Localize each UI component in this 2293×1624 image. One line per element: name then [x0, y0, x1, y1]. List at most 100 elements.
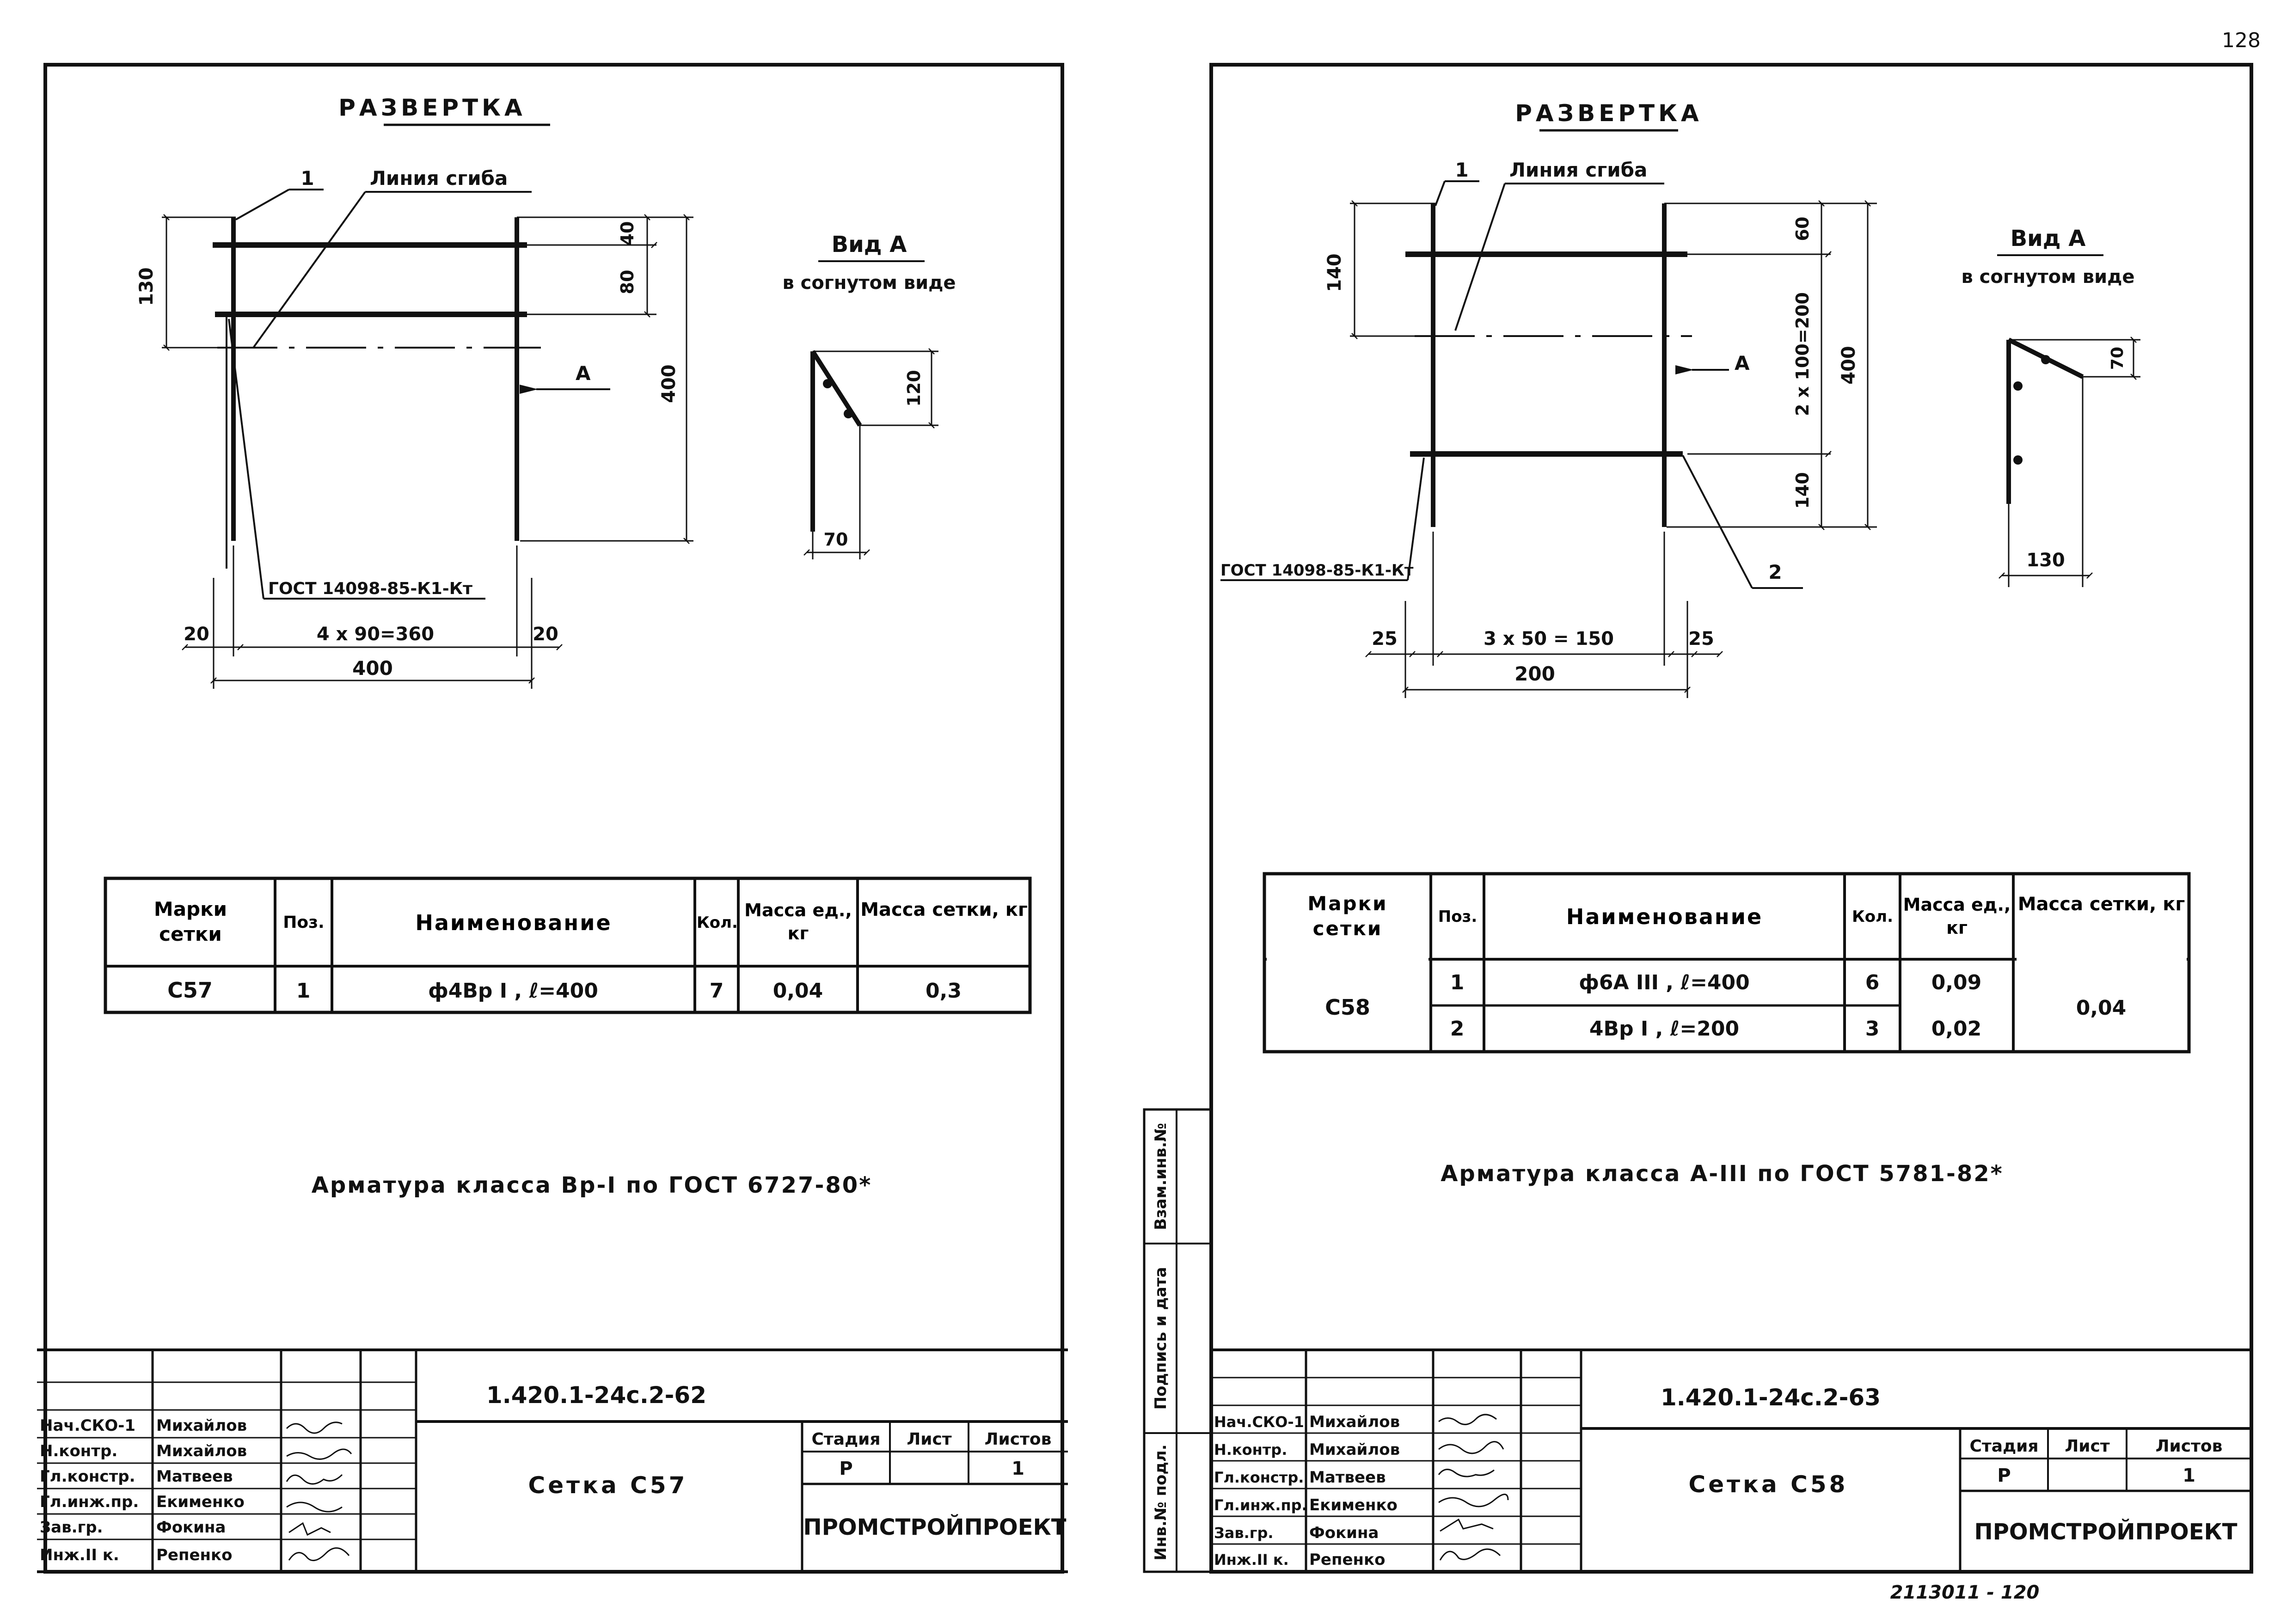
- right-tb-code: 1.420.1-24с.2-63: [1661, 1384, 1881, 1411]
- right-stamp-inv: Инв.№ подл.: [1152, 1444, 1170, 1560]
- right-dim-25-left: 25: [1372, 628, 1398, 650]
- left-razvertka-title: РАЗВЕРТКА: [338, 94, 526, 121]
- right-tb-sheet-header: Лист: [2065, 1437, 2109, 1456]
- left-gost-label: ГОСТ 14098-85-К1-Кт: [268, 579, 472, 598]
- left-th-mesh-mass: Масса сетки, кг: [860, 899, 1028, 920]
- right-dim-2x100: 2 х 100=200: [1792, 292, 1813, 416]
- right-signatures: [1438, 1414, 1509, 1561]
- right-tb-role: Инж.II к.: [1214, 1551, 1289, 1569]
- left-tb-role: Н.контр.: [40, 1442, 117, 1460]
- right-tb-role: Гл.инж.пр.: [1214, 1496, 1307, 1514]
- right-spec-table: Марки сетки Поз. Наименование Кол. Масса…: [1263, 872, 2191, 1054]
- right-side-stamp: Инв.№ подл. Подпись и дата Взам.инв.№: [1143, 1108, 1213, 1573]
- left-tb-person: Екименко: [156, 1493, 245, 1511]
- left-tb-code: 1.420.1-24с.2-62: [486, 1382, 706, 1409]
- left-th-unit-mass: Масса ед., кг: [744, 900, 852, 944]
- right-view-a-section: 70 130: [1999, 337, 2140, 587]
- left-sheet: РАЗВЕРТКА 1 Линия сгиба А ГОСТ 14098-85-…: [37, 63, 1068, 1574]
- right-tb-sheets-header: Листов: [2156, 1437, 2223, 1456]
- left-dim-4x90: 4 х 90=360: [317, 624, 434, 645]
- right-view-dim-130: 130: [2026, 550, 2065, 571]
- left-signatures: [286, 1422, 352, 1562]
- left-th-qty: Кол.: [697, 913, 737, 932]
- left-td-mark: С57: [167, 978, 213, 1003]
- left-td-unit-mass: 0,04: [773, 979, 823, 1003]
- right-razvertka-title: РАЗВЕРТКА: [1515, 100, 1702, 127]
- right-note: Арматура класса А-III по ГОСТ 5781-82*: [1441, 1161, 2004, 1187]
- right-dim-60: 60: [1792, 217, 1813, 241]
- right-bend-line-label: Линия сгиба: [1509, 159, 1647, 181]
- right-sheet: Инв.№ подл. Подпись и дата Взам.инв.№ РА…: [1143, 63, 2253, 1574]
- right-th-unit-mass: Масса ед., кг: [1903, 895, 2011, 938]
- left-tb-person: Матвеев: [156, 1467, 233, 1486]
- right-frame: [1209, 63, 2253, 1574]
- left-td-mesh-mass: 0,3: [926, 979, 962, 1003]
- left-tb-person: Михайлов: [156, 1442, 247, 1460]
- left-tb-sheets-header: Листов: [985, 1430, 1052, 1449]
- left-tb-role: Гл.констр.: [40, 1467, 135, 1486]
- right-tb-org: ПРОМСТРОЙПРОЕКТ: [1974, 1519, 2238, 1545]
- left-tb-org: ПРОМСТРОЙПРОЕКТ: [803, 1514, 1067, 1540]
- left-tb-sheet-header: Лист: [907, 1430, 951, 1449]
- left-tb-stage-header: Стадия: [812, 1430, 881, 1449]
- right-dim-140-top: 140: [1324, 253, 1345, 292]
- left-td-pos: 1: [296, 979, 311, 1003]
- left-td-qty: 7: [710, 979, 724, 1003]
- left-tb-role: Нач.СКО-1: [40, 1416, 135, 1435]
- left-th-mark: Марки сетки: [153, 898, 227, 945]
- right-tb-stage: Р: [1997, 1465, 2011, 1486]
- page-number: 128: [2222, 29, 2261, 52]
- left-dim-20-right: 20: [533, 624, 558, 645]
- right-tb-role: Гл.констр.: [1214, 1469, 1304, 1486]
- left-dim-80: 80: [617, 270, 638, 294]
- right-th-pos: Поз.: [1438, 907, 1478, 926]
- left-dim-20-left: 20: [184, 624, 209, 645]
- left-tb-person: Репенко: [156, 1546, 232, 1564]
- left-tb-person: Михайлов: [156, 1416, 247, 1435]
- right-title-block: 1.420.1-24с.2-63 Сетка С58 Стадия Лист Л…: [1211, 1348, 2251, 1572]
- right-td-pos: 2: [1450, 1017, 1465, 1041]
- right-stamp-sign-date: Подпись и дата: [1152, 1267, 1170, 1410]
- left-arrow-label: А: [576, 362, 591, 385]
- left-dim-40: 40: [617, 221, 638, 246]
- right-td-unit-mass: 0,09: [1931, 971, 1982, 994]
- right-dim-3x50: 3 х 50 = 150: [1484, 628, 1614, 650]
- right-callout-2: 2: [1768, 561, 1782, 583]
- left-th-name: Наименование: [415, 910, 612, 935]
- right-th-mark: Марки сетки: [1307, 892, 1388, 940]
- left-view-dim-120: 120: [904, 370, 924, 406]
- right-td-mark: С58: [1325, 995, 1370, 1020]
- left-mesh-drawing: [213, 217, 541, 569]
- left-spec-table: Марки сетки Поз. Наименование Кол. Масса…: [104, 876, 1032, 1014]
- left-view-a-section: 120 70: [803, 348, 938, 559]
- left-callout-1: 1: [300, 167, 314, 190]
- right-th-name: Наименование: [1566, 904, 1763, 929]
- right-tb-person: Фокина: [1309, 1524, 1379, 1542]
- right-view-title: Вид А: [2011, 226, 2086, 251]
- right-dim-200: 200: [1514, 662, 1555, 685]
- right-td-name: ф6А III , ℓ=400: [1579, 971, 1750, 994]
- right-tb-person: Михайлов: [1309, 1413, 1400, 1431]
- right-gost-label: ГОСТ 14098-85-К1-Кт: [1220, 561, 1414, 580]
- right-th-mesh-mass: Масса сетки, кг: [2017, 894, 2185, 915]
- left-view-subtitle: в согнутом виде: [782, 272, 956, 294]
- right-tb-person: Матвеев: [1309, 1468, 1386, 1487]
- right-tb-role: Зав.гр.: [1214, 1524, 1274, 1542]
- right-dim-25-right: 25: [1688, 628, 1714, 650]
- left-dim-400h: 400: [352, 657, 393, 680]
- right-arrow-label: А: [1735, 352, 1750, 374]
- right-view-subtitle: в согнутом виде: [1961, 266, 2134, 288]
- right-td-qty: 6: [1865, 971, 1880, 994]
- right-tb-person: Екименко: [1309, 1496, 1398, 1514]
- right-dim-400v: 400: [1838, 346, 1859, 385]
- right-th-qty: Кол.: [1852, 907, 1893, 926]
- left-view-dim-70: 70: [824, 529, 848, 550]
- right-tb-role: Н.контр.: [1214, 1441, 1287, 1459]
- right-tb-sheet-name: Сетка С58: [1689, 1471, 1848, 1498]
- right-td-pos: 1: [1450, 971, 1465, 994]
- left-tb-role: Инж.II к.: [40, 1546, 119, 1564]
- left-tb-role: Зав.гр.: [40, 1518, 103, 1537]
- right-callout-1: 1: [1455, 159, 1468, 181]
- left-bend-line-label: Линия сгиба: [370, 167, 508, 190]
